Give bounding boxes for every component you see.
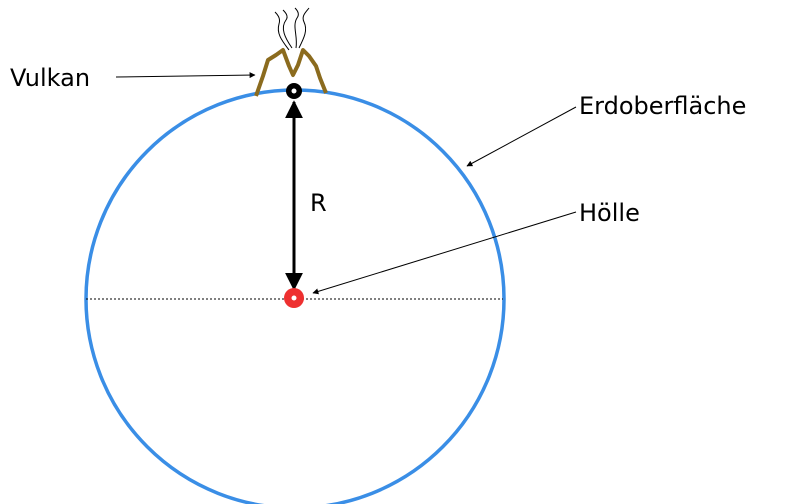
hell-marker-center <box>291 295 297 301</box>
volcano-smoke <box>274 7 310 51</box>
radius-label: R <box>310 189 327 217</box>
volcano-label: Vulkan <box>10 64 90 92</box>
volcano-shape <box>254 48 328 97</box>
volcano-pointer <box>115 72 256 79</box>
earth-surface-pointer <box>466 106 577 167</box>
volcano-vent-center <box>291 88 297 94</box>
earth-surface-label: Erdoberfläche <box>579 92 746 120</box>
hell-pointer <box>312 211 577 295</box>
hell-label: Hölle <box>579 199 640 227</box>
